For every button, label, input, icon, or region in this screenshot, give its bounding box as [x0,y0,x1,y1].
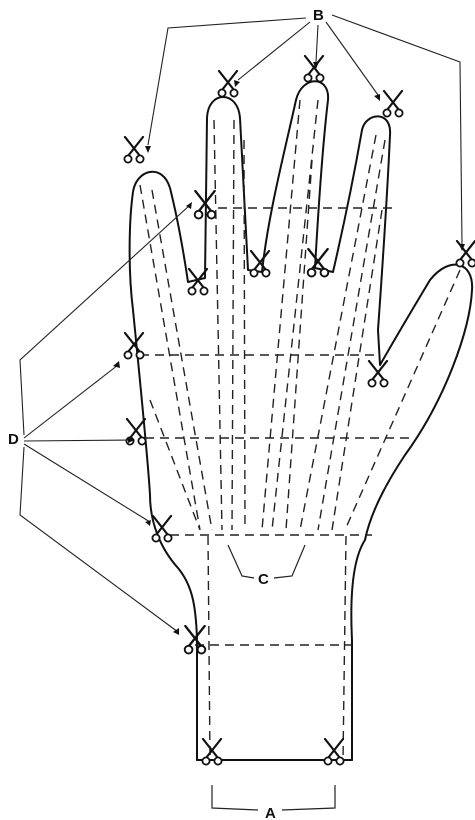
bracket-a-right [282,785,335,810]
leader-lines-b [145,15,465,251]
label-c: C [258,571,269,588]
glove-outline [130,81,473,760]
scissors-icon [368,361,387,387]
bracket-a [212,785,258,810]
scissors-icon [304,56,323,82]
scissors-icon [308,249,329,276]
scissors-icon [250,251,269,277]
label-d: D [8,431,19,448]
bracket-c [228,545,254,578]
label-b: B [313,7,324,24]
bracket-c-right [274,545,305,578]
scissors-icon [456,241,475,267]
scissors-icon [185,626,206,653]
scissors-icon [383,91,402,117]
scissors-icon [124,137,143,163]
finger-guide-lines [140,100,460,760]
label-a: A [265,805,276,820]
scissors-icon [124,333,143,359]
